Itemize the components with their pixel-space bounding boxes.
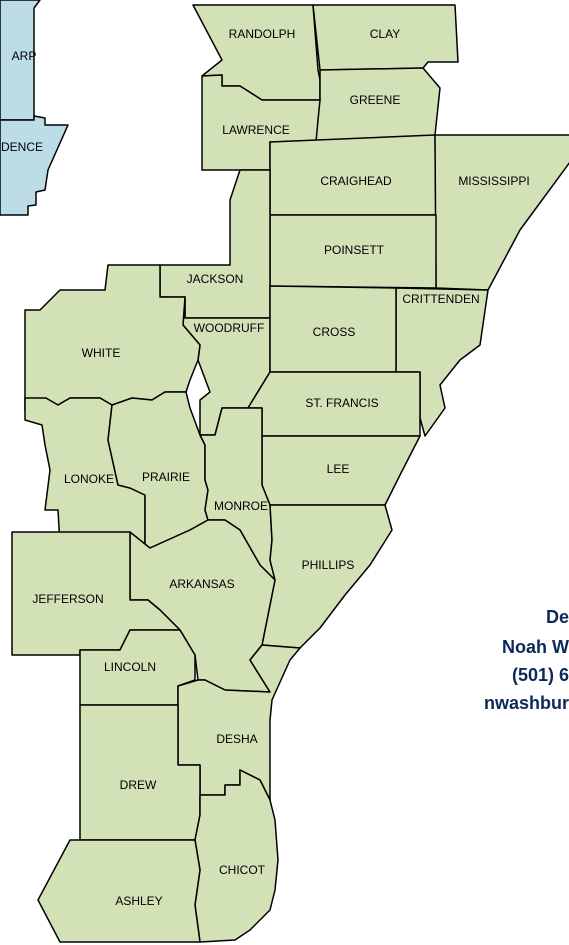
label-white: WHITE: [82, 346, 121, 360]
contact-line-1: De: [545, 607, 569, 627]
county-independence[interactable]: [0, 115, 69, 216]
label-greene: GREENE: [350, 93, 401, 107]
label-woodruff: WOODRUFF: [194, 321, 265, 335]
county-jackson[interactable]: [159, 169, 271, 319]
label-drew: DREW: [120, 778, 157, 792]
label-craighead: CRAIGHEAD: [320, 174, 392, 188]
label-lawrence: LAWRENCE: [222, 123, 290, 137]
county-mississippi[interactable]: [434, 134, 569, 291]
label-chicot: CHICOT: [219, 863, 266, 877]
label-sharp: ARP: [12, 49, 37, 63]
label-mississippi: MISSISSIPPI: [458, 174, 529, 188]
label-jackson: JACKSON: [187, 272, 244, 286]
label-ashley: ASHLEY: [115, 894, 162, 908]
label-crittenden: CRITTENDEN: [402, 292, 479, 306]
label-desha: DESHA: [216, 732, 257, 746]
label-independence: DENCE: [1, 140, 43, 154]
label-jefferson: JEFFERSON: [32, 592, 103, 606]
contact-line-2: Noah W: [502, 637, 569, 657]
label-randolph: RANDOLPH: [229, 27, 296, 41]
contact-line-3: (501) 6: [511, 665, 569, 685]
label-arkansas: ARKANSAS: [169, 577, 234, 591]
county-sharp[interactable]: [0, 0, 41, 121]
label-monroe: MONROE: [214, 499, 268, 513]
label-st-francis: ST. FRANCIS: [305, 396, 378, 410]
contact-line-4: nwashbur: [483, 693, 569, 713]
label-lee: LEE: [327, 462, 350, 476]
label-lincoln: LINCOLN: [104, 660, 156, 674]
county-ashley[interactable]: [37, 839, 201, 943]
label-poinsett: POINSETT: [324, 243, 385, 257]
label-lonoke: LONOKE: [64, 472, 114, 486]
label-phillips: PHILLIPS: [302, 558, 355, 572]
county-phillips[interactable]: [261, 504, 393, 649]
label-prairie: PRAIRIE: [142, 470, 190, 484]
county-chicot[interactable]: [194, 769, 279, 943]
label-clay: CLAY: [370, 27, 400, 41]
label-cross: CROSS: [313, 325, 356, 339]
